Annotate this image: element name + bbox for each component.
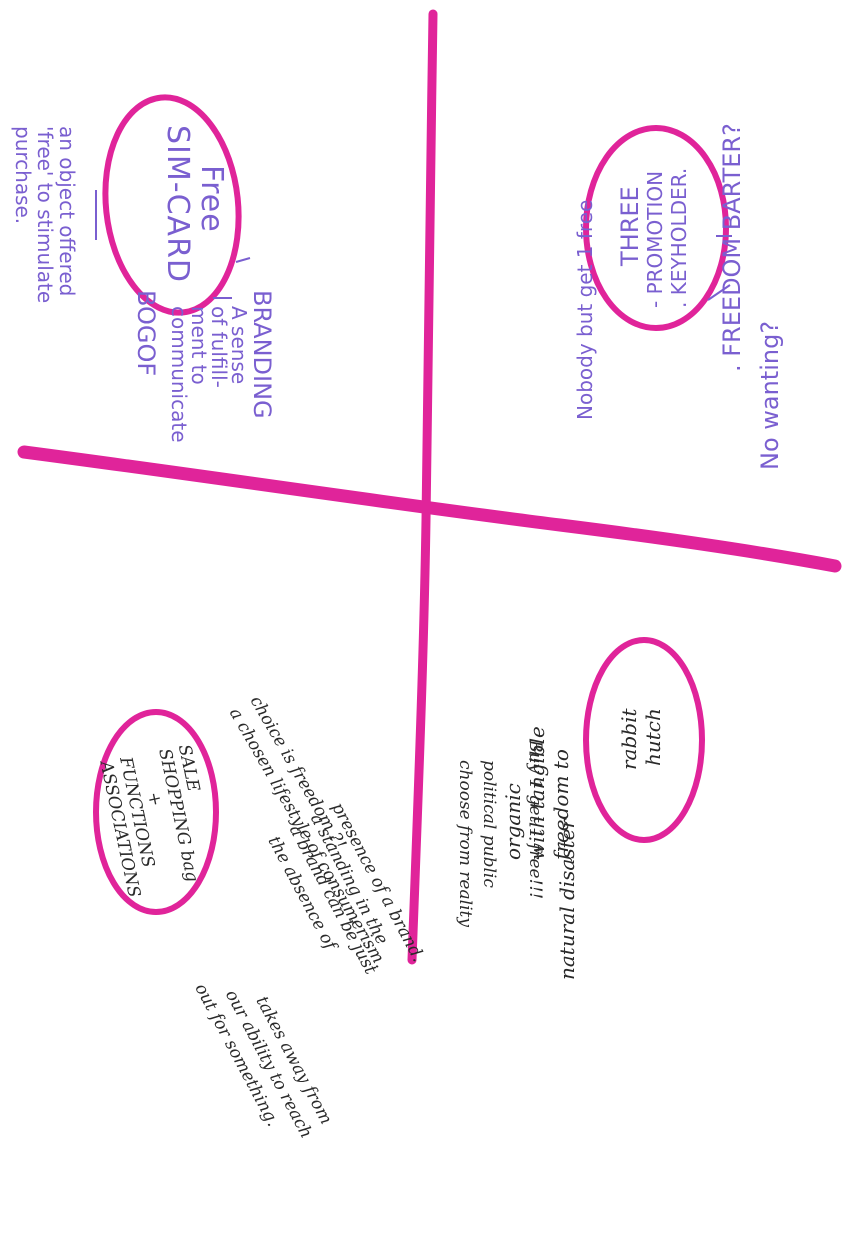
object-line-3: purchase. xyxy=(11,126,35,224)
circle-three-promotion xyxy=(583,125,729,331)
promotion-label: - PROMOTION xyxy=(643,171,667,308)
free-label: Free xyxy=(194,165,229,233)
tangible-note: with tangible xyxy=(525,726,549,860)
buy-one-get-one-note: Buy 1 get 1 free!!! xyxy=(525,739,545,899)
no-wanting-label: No wanting? xyxy=(756,321,784,470)
vertical-axis-line xyxy=(407,9,438,965)
connector-line xyxy=(95,190,732,301)
choose-reality-note: choose from reality xyxy=(455,760,475,927)
sim-card-label: SIM-CARD xyxy=(160,125,195,283)
freedom-to-note: freedom to xyxy=(549,749,573,862)
sense-line-3: ment to xyxy=(187,306,211,385)
three-label: THREE xyxy=(616,186,644,267)
bogof-label: BOGOF xyxy=(132,290,160,376)
circle-rabbit-hutch xyxy=(583,637,705,843)
sense-line-1: A sense xyxy=(227,306,251,384)
object-line-2: 'free' to stimulate xyxy=(33,126,57,303)
object-line-1: an object offered xyxy=(55,126,79,296)
freedom-barter-label: . FREEDOM BARTER? xyxy=(718,123,746,372)
sense-line-4: communicate xyxy=(167,306,191,443)
circle-free-sim-card xyxy=(102,94,242,316)
horizontal-axis-line xyxy=(17,445,842,573)
organic-note: organic xyxy=(501,783,525,860)
circle-sale-shopping-bag xyxy=(93,709,219,915)
branding-label: BRANDING xyxy=(248,290,276,419)
rabbit-label: rabbit xyxy=(617,708,641,770)
hutch-label: hutch xyxy=(641,708,665,766)
sense-line-2: of fulfill- xyxy=(207,306,231,388)
natural-disaster-note: natural disaster xyxy=(555,818,579,980)
keyholder-label: . KEYHOLDER. xyxy=(667,168,691,308)
plus-label: + xyxy=(143,790,166,808)
nobody-label: Nobody but get 1 free xyxy=(573,200,597,420)
political-public-note: political public xyxy=(479,760,499,888)
